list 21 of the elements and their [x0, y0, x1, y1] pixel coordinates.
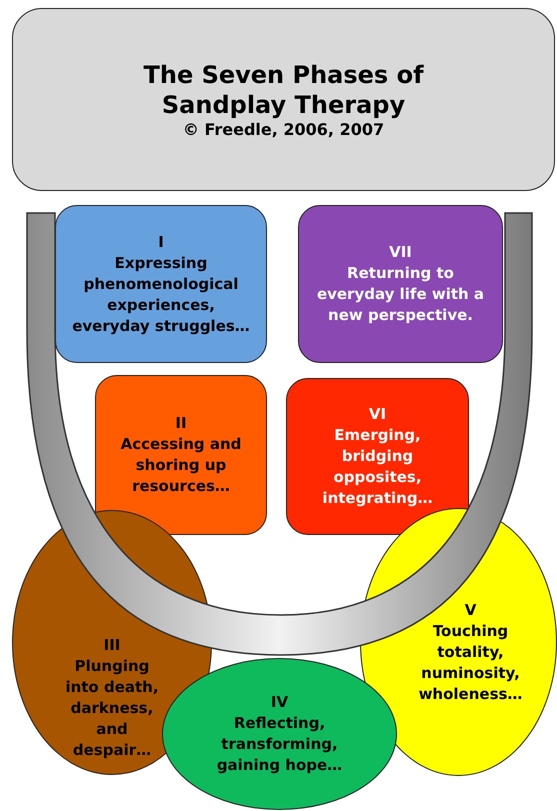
roman-numeral: III — [104, 634, 120, 656]
phase-description: Emerging, bridging opposites, integrating… — [321, 425, 434, 509]
phase-description: Returning to everyday life with a new perspective. — [316, 263, 486, 326]
phase-description: Touching totality, numinosity, wholeness… — [418, 620, 524, 704]
title-text: The Seven Phases of Sandplay Therapy — [142, 60, 425, 120]
phase-box — [286, 378, 469, 535]
phase-description: Reflecting, transforming, gaining hope… — [216, 713, 344, 776]
phase-description: Accessing and shoring up resources… — [120, 434, 242, 497]
phase-description: Plunging into death, darkness, and despair… — [64, 656, 160, 760]
roman-numeral: II — [175, 413, 187, 434]
phase-box — [55, 205, 267, 363]
roman-numeral: I — [158, 232, 164, 252]
phase-description: Expressing phenomenological experiences, everyday struggles… — [71, 252, 251, 336]
roman-numeral: VI — [368, 404, 386, 425]
roman-numeral: VII — [389, 242, 412, 263]
roman-numeral: V — [464, 600, 476, 620]
phase-box — [95, 375, 267, 535]
title-box — [12, 8, 555, 191]
copyright-note: © Freedle, 2006, 2007 — [182, 120, 384, 140]
phase-box — [298, 205, 503, 363]
roman-numeral: IV — [270, 692, 288, 713]
